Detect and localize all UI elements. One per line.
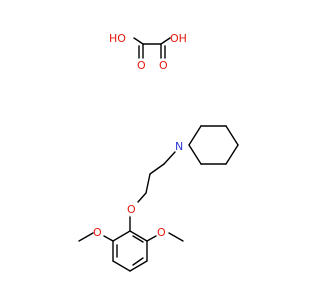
- methoxy-left-ring-bond: [103, 235, 114, 242]
- methoxy-right-o-label: O: [157, 226, 166, 239]
- oxalic-c2-oh-bond: [160, 37, 171, 45]
- methoxy-left: O: [78, 226, 114, 242]
- methoxy-right-ring-bond: [146, 235, 157, 242]
- piperidine-ring: N: [175, 125, 239, 165]
- ether-linkage: O: [127, 203, 136, 232]
- oxalic-acid: HO OH O O: [109, 32, 187, 72]
- pip-bond-1: [188, 125, 202, 146]
- chain-bond-3: [145, 173, 151, 194]
- oxalic-ho-left-label: HO: [109, 32, 126, 45]
- oxalic-c1-oh-bond: [133, 37, 144, 45]
- methoxy-left-o-label: O: [93, 226, 102, 239]
- molecule-diagram: HO OH O O N O O: [78, 32, 239, 272]
- methoxy-left-methyl-bond: [78, 232, 94, 242]
- benz-bond-6: [112, 230, 131, 242]
- chain-bond-2: [149, 163, 165, 175]
- methoxy-right-methyl-bond: [168, 232, 184, 242]
- methoxy-right: O: [146, 226, 184, 242]
- piperidine-n-label: N: [175, 140, 183, 153]
- benzene-ring: [112, 230, 148, 272]
- pip-bond-6: [188, 144, 202, 165]
- butyl-chain: [137, 151, 176, 203]
- benz-bond-1: [129, 230, 148, 242]
- pip-bond-4: [225, 144, 239, 165]
- pip-bond-3: [225, 125, 239, 146]
- chain-bond-4: [137, 192, 147, 203]
- benz-bond-3: [129, 260, 148, 272]
- oxalic-o-bottom-right-label: O: [159, 59, 168, 72]
- oxalic-o-bottom-left-label: O: [137, 59, 146, 72]
- oxalic-oh-right-label: OH: [170, 32, 187, 45]
- benz-inner-2: [132, 257, 144, 266]
- benz-bond-4: [112, 260, 131, 272]
- ether-o-label: O: [127, 203, 136, 216]
- chain-bond-1: [163, 151, 176, 165]
- benz-inner-1: [132, 235, 144, 243]
